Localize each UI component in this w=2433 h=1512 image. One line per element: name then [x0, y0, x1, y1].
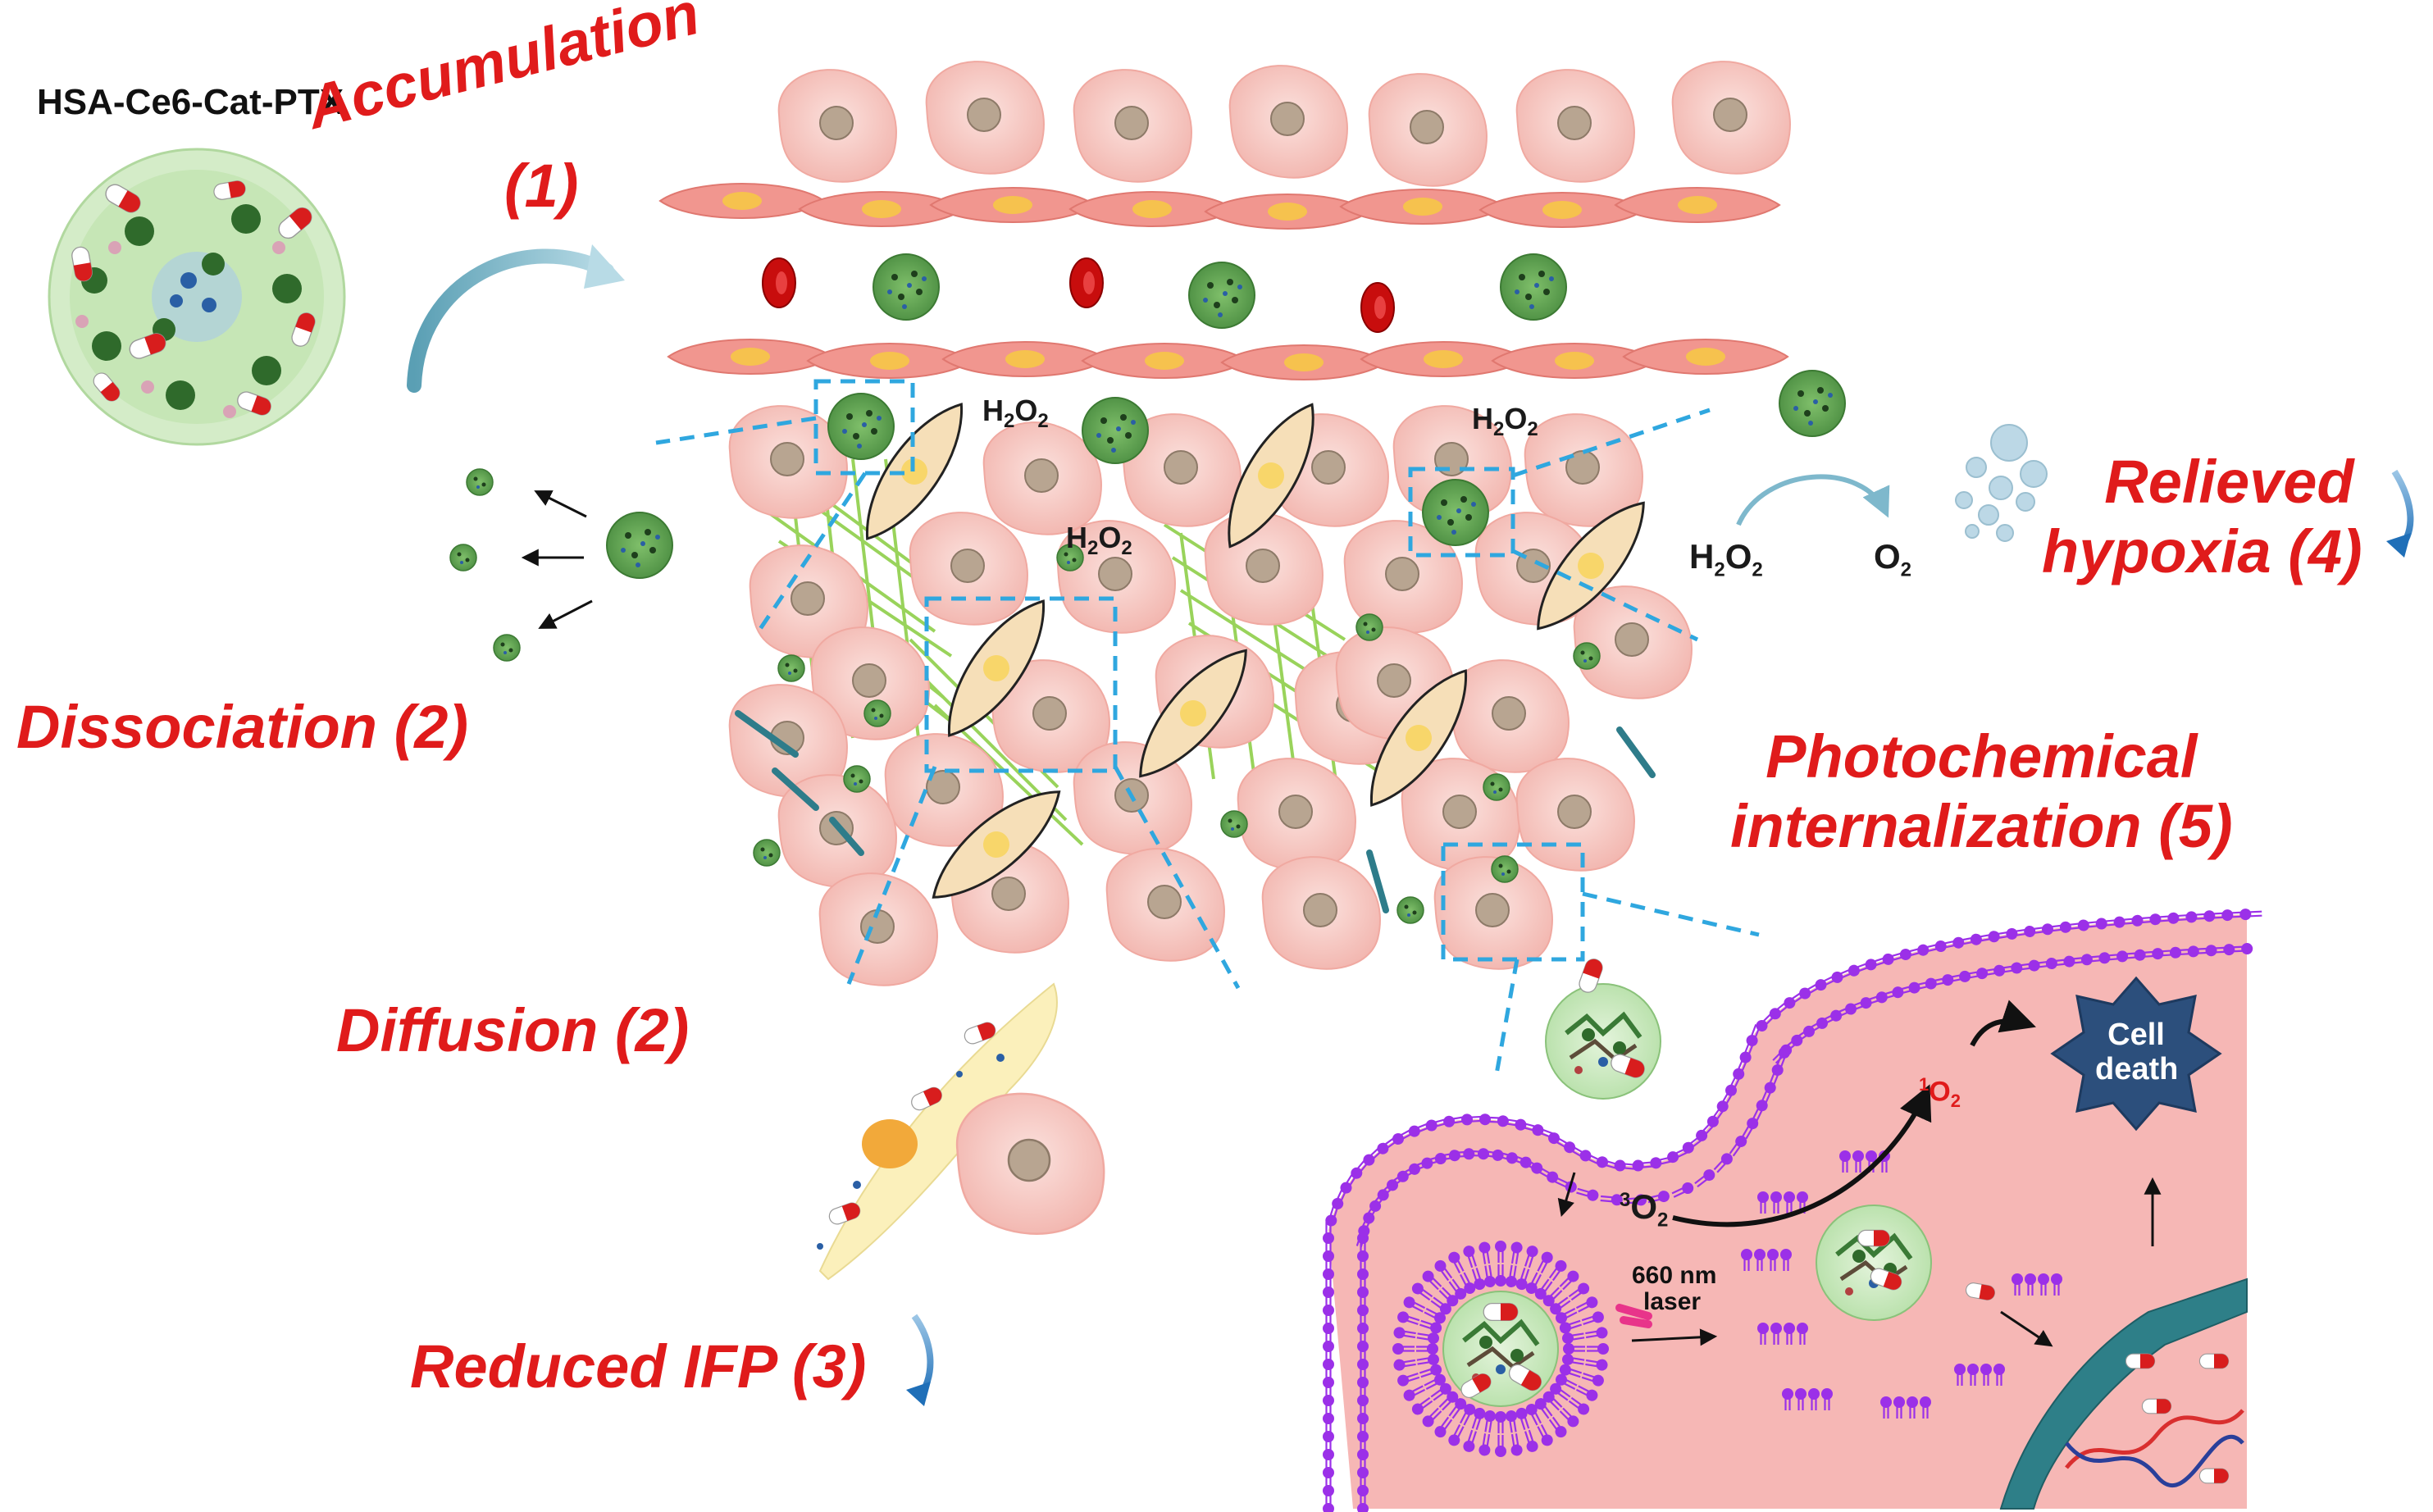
laser-label: 660 nm laser: [1632, 1263, 1716, 1314]
accumulation-step-number: (1): [504, 152, 579, 220]
laser-line1: 660 nm: [1632, 1262, 1717, 1289]
endothelial-row-upper: [659, 183, 1780, 230]
nanoparticle-illustration: [48, 148, 346, 446]
h2o2-label-3: H2O2: [1472, 402, 1538, 441]
membrane-lipid-outer: [2238, 907, 2263, 922]
h2o2-label-4: H2O2: [1689, 537, 1763, 581]
free-nanoparticle: [1779, 370, 1846, 437]
dissociation-label: Dissociation (2): [16, 693, 468, 761]
oxygen-bubbles: [1955, 424, 2048, 542]
cell-death-star: [2050, 976, 2222, 1132]
accumulation-arrowhead: [584, 244, 625, 289]
triplet-oxygen-label: 3O2: [1620, 1187, 1669, 1232]
pci-label: Photochemical internalization (5): [1730, 722, 2233, 861]
cell-death-line2: death: [2095, 1051, 2179, 1086]
catalase-arrow: [1736, 474, 1890, 526]
zoom-boxes: [655, 379, 1760, 1075]
singlet-oxygen-label: 1O2: [1919, 1074, 1961, 1112]
cell-death-line1: Cell: [2107, 1018, 2165, 1052]
diffusion-label: Diffusion (2): [336, 996, 690, 1064]
pci-line1: Photochemical: [1766, 722, 2198, 790]
cell-interior: [1321, 907, 2263, 1512]
pci-line2: internalization (5): [1730, 792, 2233, 861]
nanoparticle-label: HSA-Ce6-Cat-PTX: [37, 82, 344, 122]
h2o2-label-1: H2O2: [982, 394, 1049, 433]
dissociation-group: [449, 468, 673, 662]
fiber-rods: [735, 710, 1656, 913]
relieved-line1: Relieved: [2104, 448, 2354, 516]
diffusion-detail: [817, 982, 1105, 1281]
dna-helix: [2065, 1409, 2244, 1487]
blood-vessel-lumen: [762, 253, 1567, 333]
relieved-line2: hypoxia (4): [2042, 517, 2362, 586]
h2o2-label-2: H2O2: [1066, 521, 1132, 560]
cell-death-label: Cell death: [2095, 1018, 2179, 1087]
laser-beam: [1615, 1304, 1652, 1328]
relieved-hypoxia-label: Relieved hypoxia (4): [2042, 447, 2362, 586]
tumor-cells-top-row: [777, 61, 1791, 187]
o2-label: O2: [1874, 537, 1912, 581]
laser-line2: laser: [1643, 1287, 1702, 1315]
accumulation-arrow: [407, 248, 614, 393]
reduced-ifp-label: Reduced IFP (3): [410, 1332, 867, 1400]
endothelial-row-lower: [667, 339, 1788, 380]
